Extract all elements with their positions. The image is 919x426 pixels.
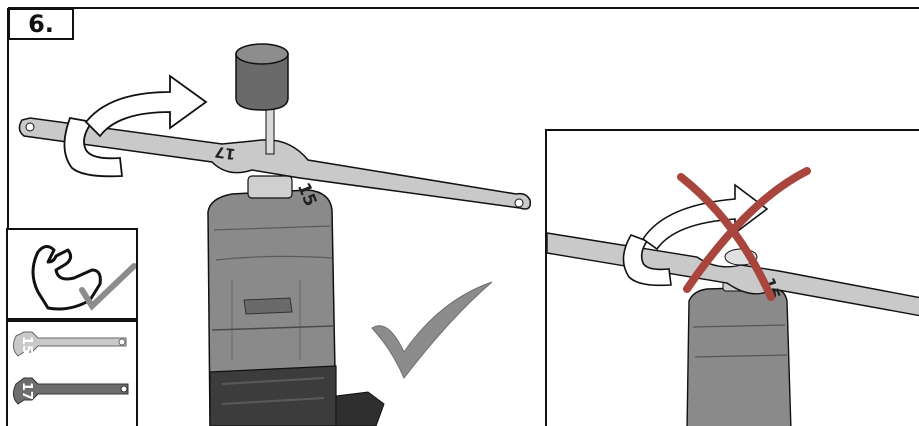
- wrench-long: [18, 117, 532, 210]
- wrench-size-label-17: 17: [214, 143, 237, 164]
- wrench-15-size-label: 15: [19, 336, 34, 355]
- flexed-arm-icon: [31, 245, 136, 311]
- strength-panel: [6, 228, 138, 320]
- wrench-15-icon: [12, 331, 127, 357]
- rotate-clockwise-arrow-icon: [63, 74, 208, 178]
- inset-wrong-method: 15: [545, 129, 919, 426]
- inset-illustration: 15: [547, 167, 919, 426]
- wrench-17-size-label: 17: [19, 382, 34, 401]
- wrench-legend-panel: 15 17: [6, 320, 138, 426]
- power-tool: [207, 189, 385, 426]
- step-number: 6.: [8, 8, 74, 40]
- inset-rotate-arrow-icon: [622, 183, 769, 287]
- strength-check-icon: [79, 263, 136, 311]
- wrench-17-icon: [12, 377, 129, 405]
- bit-cylinder: [235, 43, 289, 155]
- cross-mark-icon: [677, 167, 811, 301]
- wrench-legend: [12, 331, 129, 405]
- check-mark-icon: [371, 281, 493, 379]
